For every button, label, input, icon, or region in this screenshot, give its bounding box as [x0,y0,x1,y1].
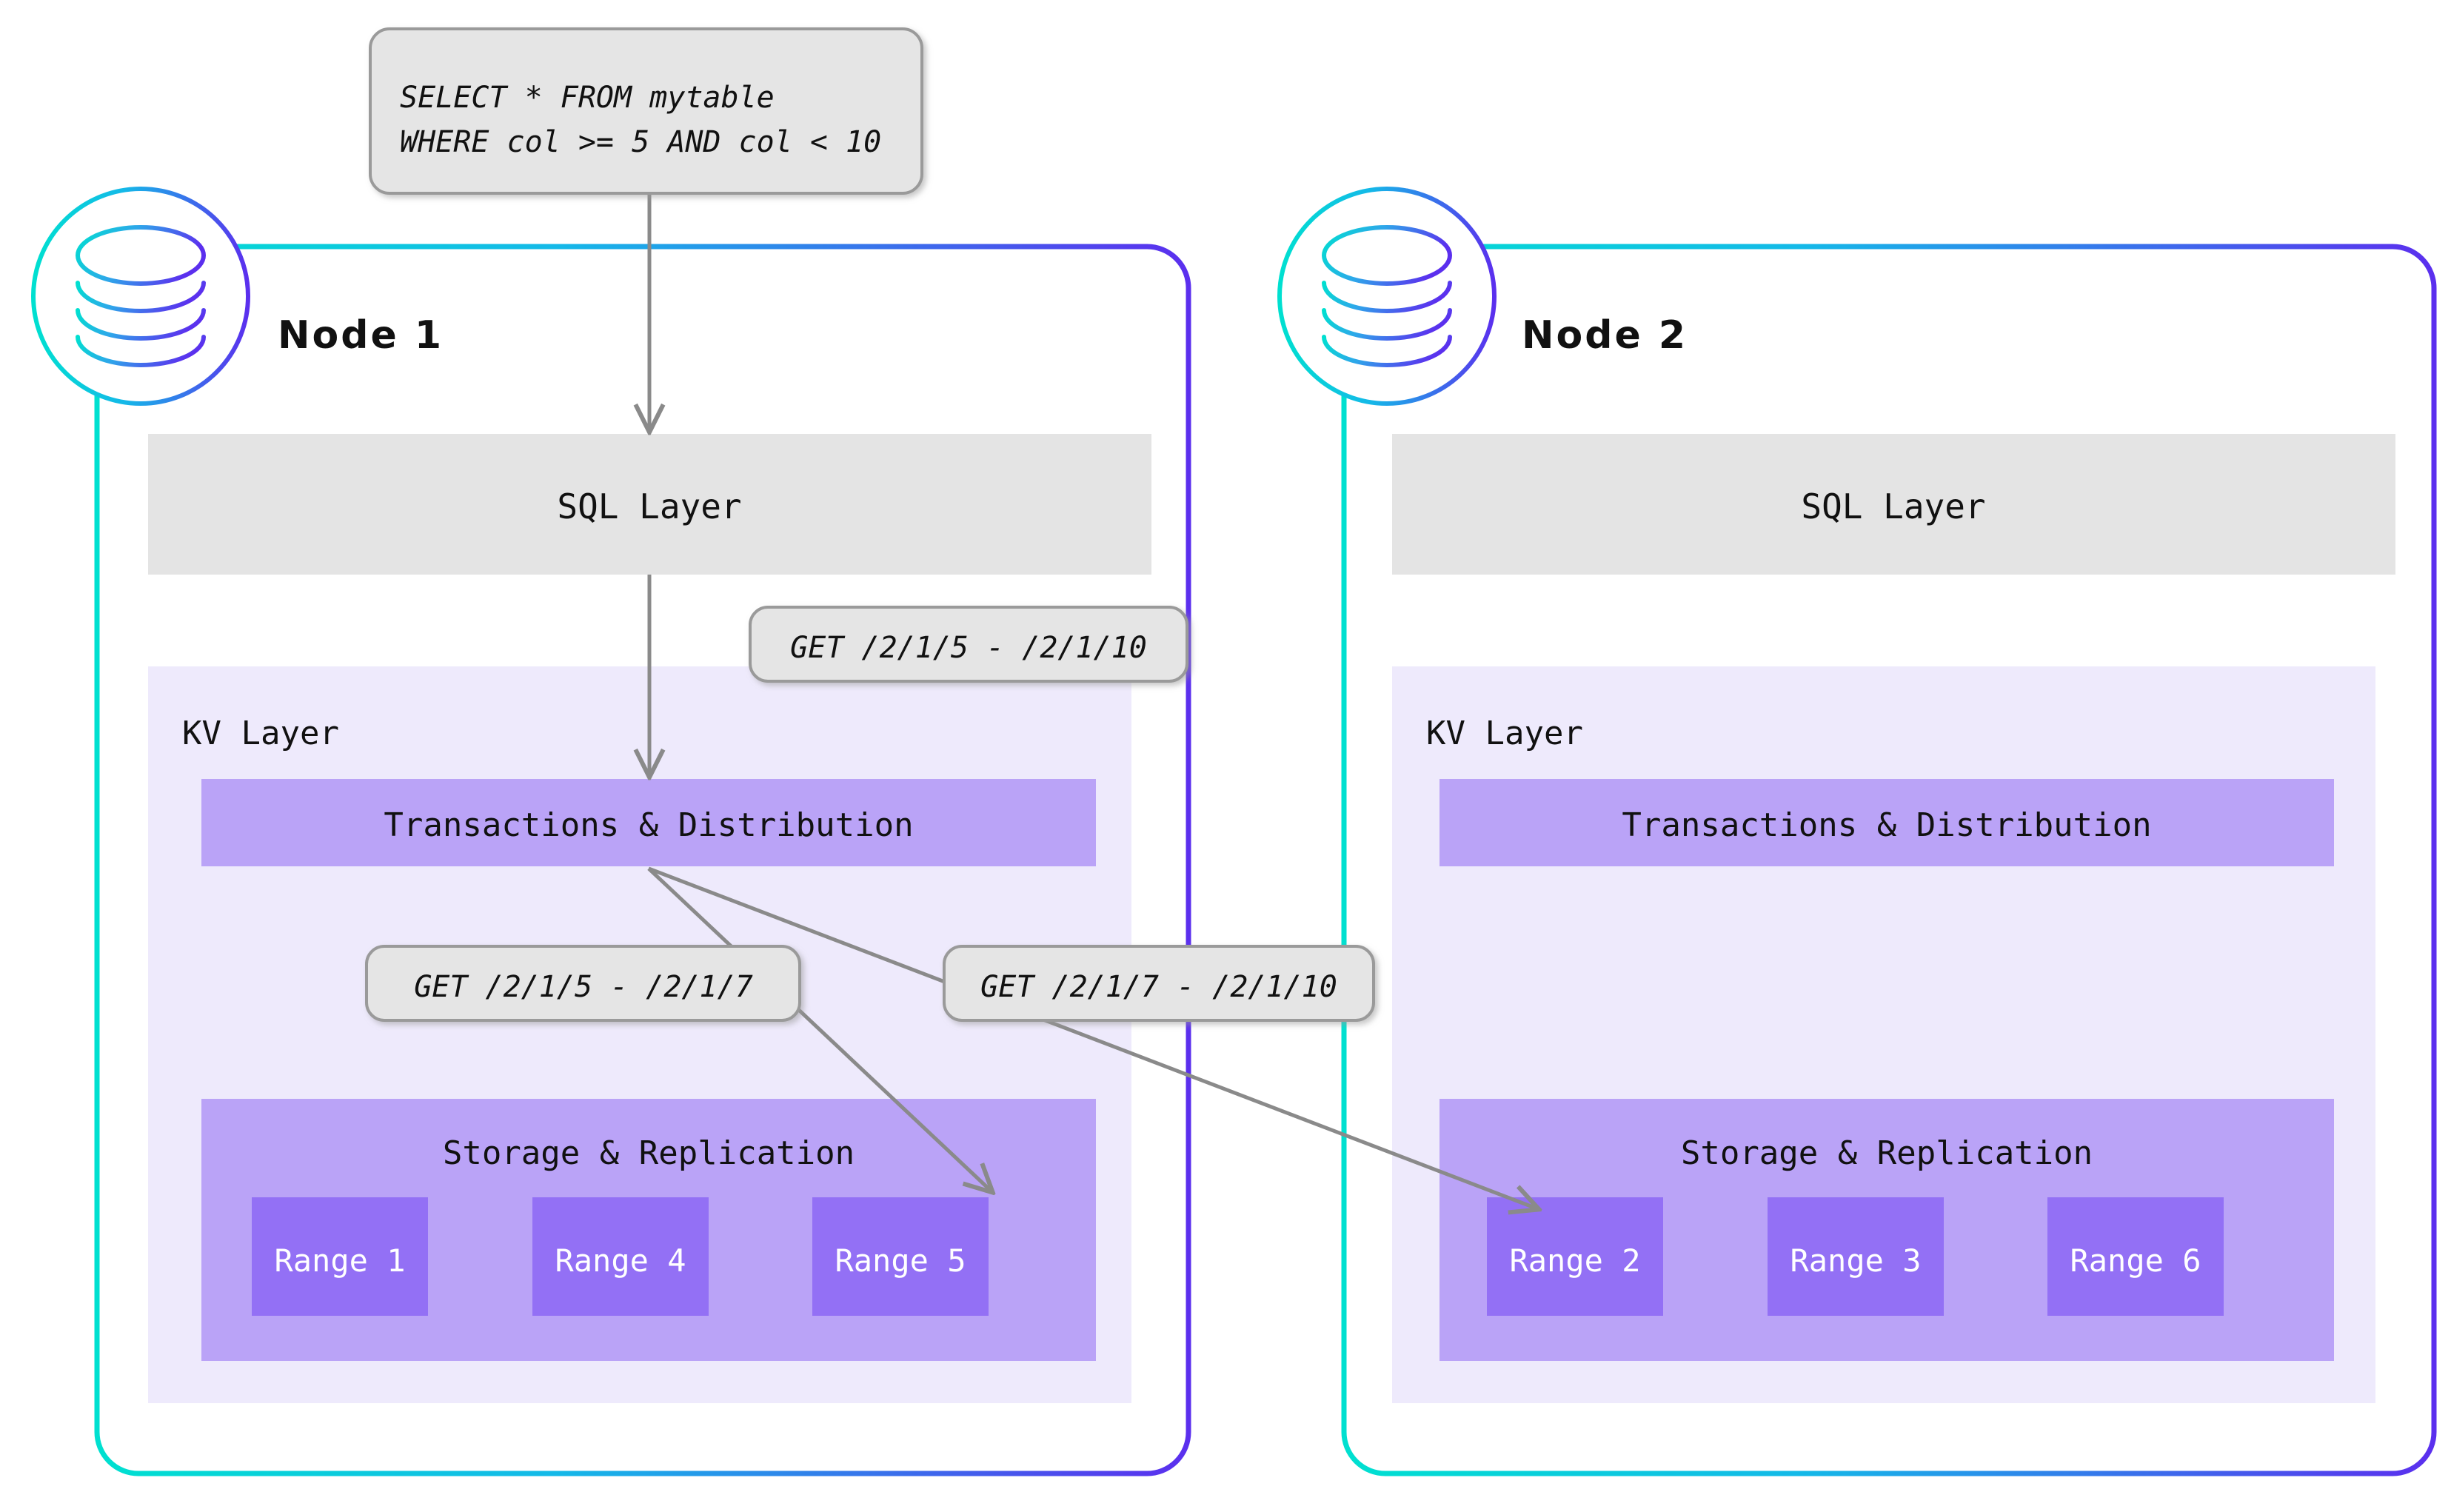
node-1-storage-label: Storage & Replication [443,1134,855,1172]
node-2-range-3[interactable]: Range 3 [1768,1197,1944,1316]
node-2-transactions-box[interactable] [1439,779,2334,866]
node-2-icon-circle [1277,187,1497,406]
sql-query-line-2: WHERE col >= 5 AND col < 10 [400,125,881,159]
node-2-transactions-label: Transactions & Distribution [1622,806,2151,844]
node-1-range-4[interactable]: Range 4 [532,1197,709,1316]
database-icon-disc-1 [76,281,206,313]
node-1-range-4-box [532,1197,709,1316]
node-1-icon-circle [31,187,250,406]
node-1-range-1[interactable]: Range 1 [252,1197,428,1316]
node-2-sql-layer-label: SQL Layer [1801,486,1985,526]
callout-range-2-request[interactable] [943,945,1375,1022]
node-2-storage-label: Storage & Replication [1681,1134,2093,1172]
callout-range-5-request[interactable] [365,945,801,1022]
node-1-header: Node 1 [31,187,444,406]
node-2-range-2-box [1487,1197,1663,1316]
callout-range-2-request-label: GET /2/1/7 - /2/1/10 [980,970,1337,1004]
sql-query-box[interactable] [369,27,923,195]
node-1-sql-layer-box[interactable] [148,434,1151,575]
arrow-transactions-to-range-2 [648,866,1537,1208]
node-1-title: Node 1 [278,313,444,358]
callout-kv-request[interactable] [749,606,1188,683]
node-1-range-5[interactable]: Range 5 [812,1197,989,1316]
callout-range-2-request-bg [943,945,1375,1022]
database-icon-disc-3 [76,335,206,367]
database-icon-disc-1 [1322,281,1452,313]
node-2-range-2[interactable]: Range 2 [1487,1197,1663,1316]
node-1-transactions-box[interactable] [201,779,1096,866]
node-2-range-6-box [2047,1197,2224,1316]
callout-range-5-request-bg [365,945,801,1022]
node-2-title: Node 2 [1522,313,1688,358]
node-2-range-6[interactable]: Range 6 [2047,1197,2224,1316]
node-1-range-1-box [252,1197,428,1316]
callout-kv-request-bg [749,606,1188,683]
database-icon-disc-2 [76,308,206,341]
node-2-kv-layer-label: KV Layer [1426,715,1583,752]
node-1-kv-layer-label: KV Layer [182,715,339,752]
database-icon-disc-2 [1322,308,1452,341]
node-1-range-1-label: Range 1 [274,1242,405,1279]
callout-range-5-request-label: GET /2/1/5 - /2/1/7 [414,970,753,1004]
database-icon-disc-3 [1322,335,1452,367]
database-icon [76,225,206,367]
node-2-range-2-label: Range 2 [1509,1242,1640,1279]
node-1-range-4-label: Range 4 [555,1242,686,1279]
node-1-range-5-box [812,1197,989,1316]
sql-query-box-bg [369,27,923,195]
sql-query-line-1: SELECT * FROM mytable [400,81,775,115]
node-2-container[interactable] [1341,244,2437,1476]
node-1-range-5-label: Range 5 [835,1242,966,1279]
node-1-border [94,244,1191,1476]
database-icon [1322,225,1452,367]
node-1-container[interactable] [94,244,1191,1476]
arrow-transactions-to-range-5 [647,867,991,1191]
node-1-transactions-label: Transactions & Distribution [384,806,913,844]
node-2-header: Node 2 [1277,187,1688,406]
node-1-sql-layer-label: SQL Layer [557,486,741,526]
node-2-border [1341,244,2437,1476]
callout-kv-request-label: GET /2/1/5 - /2/1/10 [790,631,1147,665]
node-2-range-3-label: Range 3 [1790,1242,1921,1279]
node-2-range-3-box [1768,1197,1944,1316]
node-2-sql-layer-box[interactable] [1392,434,2395,575]
node-2-range-6-label: Range 6 [2070,1242,2201,1279]
